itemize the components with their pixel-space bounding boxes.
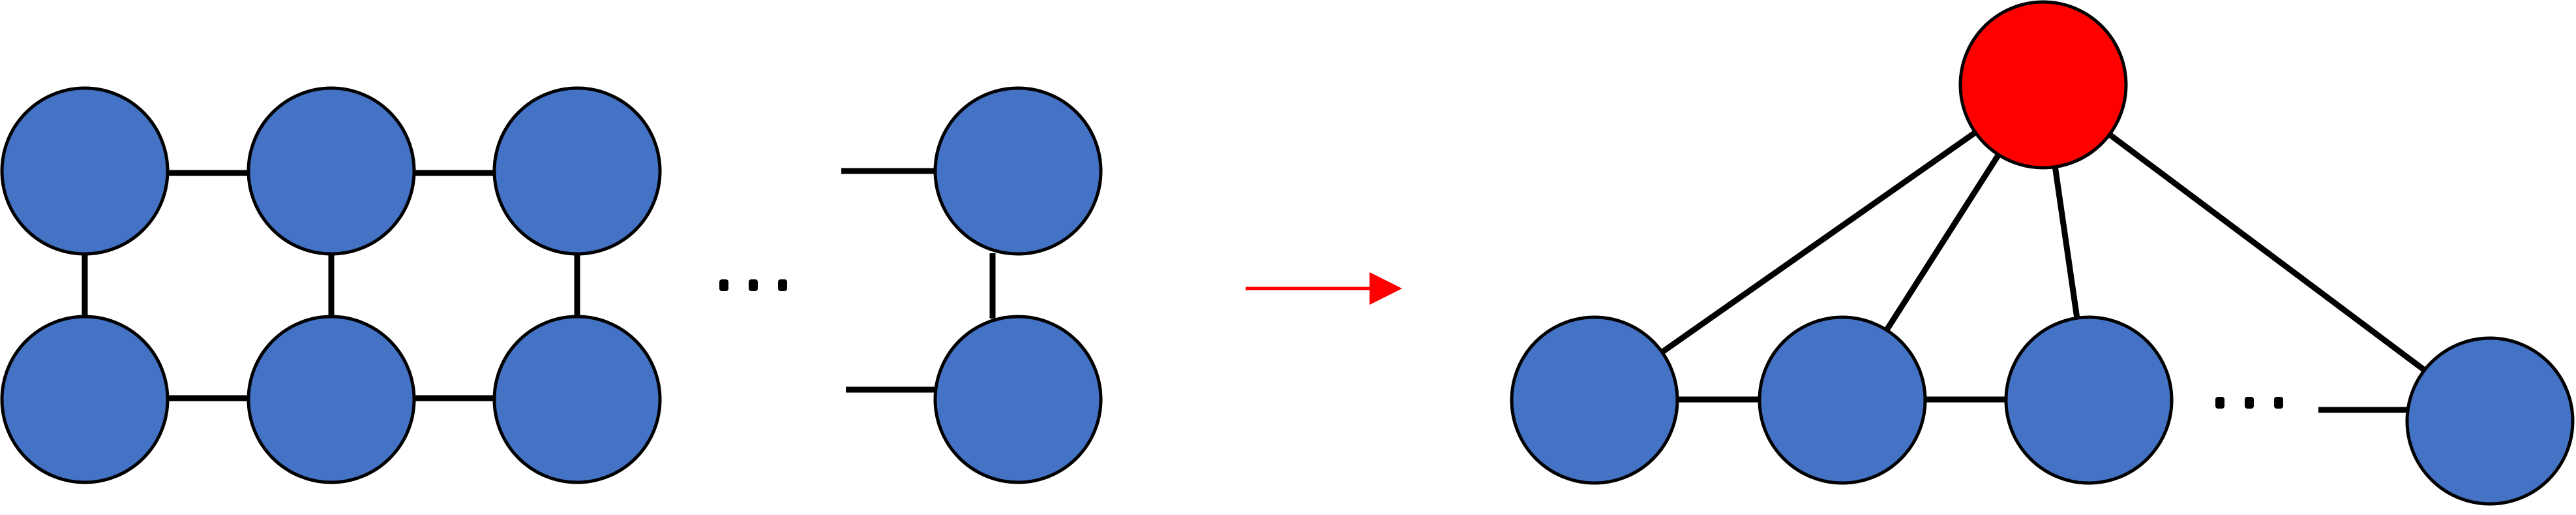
node-bottom-last <box>933 315 1103 484</box>
left-graph-edges <box>82 168 996 401</box>
edge-hub-last <box>2041 82 2492 422</box>
left-graph-nodes <box>0 86 1103 484</box>
right-ellipsis <box>2215 397 2283 409</box>
right-graph-nodes <box>1510 0 2575 506</box>
left-ellipsis <box>719 279 787 291</box>
node-1 <box>1510 315 1679 485</box>
node-2 <box>1758 315 1927 485</box>
hub-node <box>1958 0 2128 170</box>
node-bottom-2 <box>247 315 416 484</box>
node-3 <box>2004 315 2174 485</box>
edge-hub-1 <box>1593 82 2045 402</box>
node-top-1 <box>0 86 170 256</box>
node-top-last <box>933 86 1103 256</box>
node-bottom-3 <box>492 315 662 484</box>
node-last <box>2405 336 2575 506</box>
node-bottom-1 <box>0 315 170 484</box>
node-top-2 <box>247 86 416 256</box>
node-top-3 <box>492 86 662 256</box>
